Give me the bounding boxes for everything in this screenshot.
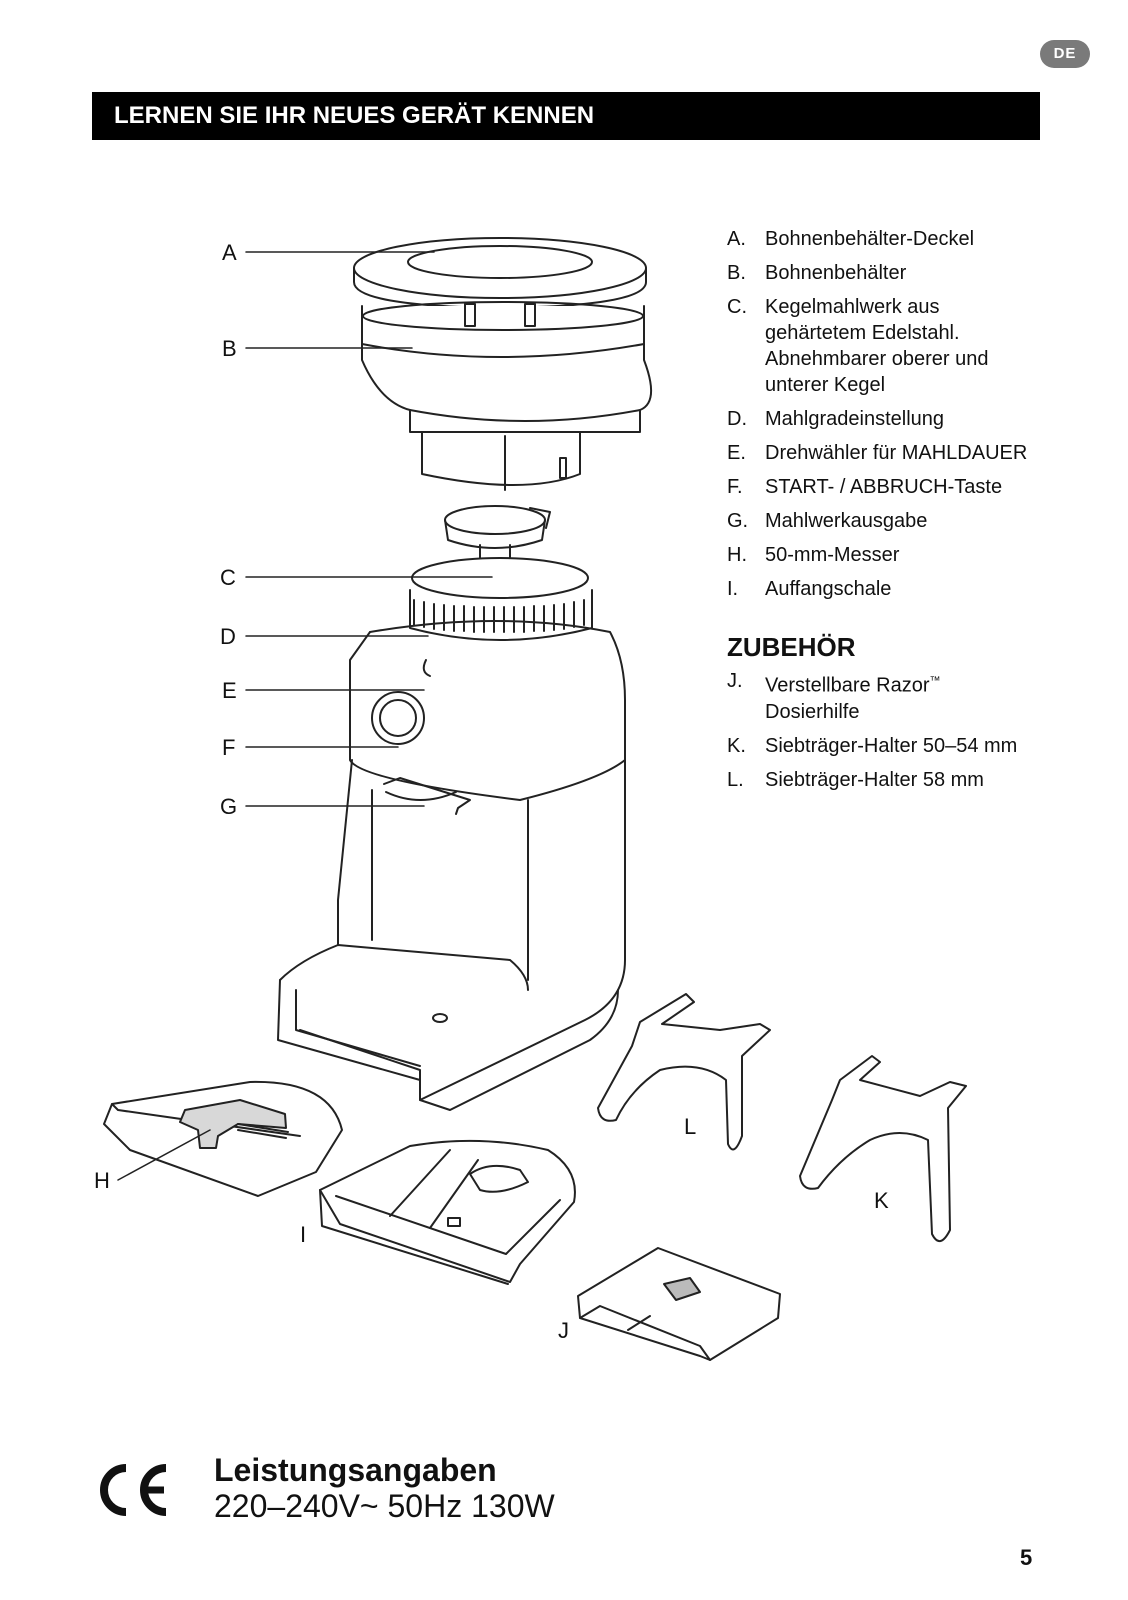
accessories-list: J. Verstellbare Razor™ Dosierhilfe K. Sie… xyxy=(727,668,1107,801)
callout-h: H xyxy=(94,1168,110,1193)
list-item: K. Siebträger-Halter 50–54 mm xyxy=(727,733,1107,759)
section-header: LERNEN SIE IHR NEUES GERÄT KENNEN xyxy=(92,92,1040,140)
callout-e: E xyxy=(222,678,237,703)
blade-plate-drawing xyxy=(103,1080,343,1197)
callout-c: C xyxy=(220,565,236,590)
list-item: J. Verstellbare Razor™ Dosierhilfe xyxy=(727,668,1107,725)
ratings-title: Leistungsangaben xyxy=(214,1452,497,1488)
item-text: Siebträger-Halter 50–54 mm xyxy=(765,734,1018,757)
item-text: Auffangschale xyxy=(765,578,892,600)
item-text: Drehwähler für MAHLDAUER xyxy=(765,442,1028,464)
item-text: Siebträger-Halter 58 mm xyxy=(765,768,984,791)
item-key: H. xyxy=(727,544,747,566)
item-text: 50-mm-Messer xyxy=(765,544,900,566)
list-item: B. Bohnenbehälter xyxy=(727,260,1107,286)
callout-b: B xyxy=(222,336,237,361)
list-item: L. Siebträger-Halter 58 mm xyxy=(727,767,1107,793)
callout-g: G xyxy=(220,794,238,819)
holder-50-54-drawing xyxy=(799,1055,967,1242)
item-key: J. xyxy=(727,670,743,692)
callout-j: J xyxy=(558,1318,569,1343)
item-key: L. xyxy=(727,768,744,791)
ce-mark-icon xyxy=(100,1464,167,1516)
item-key: F. xyxy=(727,476,743,498)
list-item: G. Mahlwerkausgabe xyxy=(727,508,1107,534)
callout-k: K xyxy=(874,1188,889,1213)
item-text-second-line: Dosierhilfe xyxy=(765,700,860,723)
parts-list: A. Bohnenbehälter-Deckel B. Bohnenbehälter… xyxy=(727,226,1107,610)
item-text: Mahlwerkausgabe xyxy=(765,510,928,532)
item-key: C. xyxy=(727,296,747,318)
holder-58-drawing xyxy=(597,993,771,1151)
item-text: Bohnenbehälter-Deckel xyxy=(765,228,975,250)
item-text: Verstellbare Razor™ Dosierhilfe xyxy=(765,668,941,725)
item-text: Mahlgradeinstellung xyxy=(765,408,945,430)
hopper-lid-drawing xyxy=(353,237,647,309)
section-title: LERNEN SIE IHR NEUES GERÄT KENNEN xyxy=(114,102,595,129)
list-item: F. START- / ABBRUCH-Taste xyxy=(727,474,1107,500)
item-text: Kegelmahlwerk aus gehärtetem Edelstahl. … xyxy=(765,296,989,396)
item-key: B. xyxy=(727,262,746,284)
list-item: E. Drehwähler für MAHLDAUER xyxy=(727,440,1107,466)
item-key: I. xyxy=(727,578,739,600)
razor-tool-drawing xyxy=(577,1247,781,1361)
item-text-main: Verstellbare Razor xyxy=(765,674,930,697)
item-key: D. xyxy=(727,408,747,430)
callout-d: D xyxy=(220,624,236,649)
callout-f: F xyxy=(222,735,236,760)
list-item: D. Mahlgradeinstellung xyxy=(727,406,1107,432)
callout-l: L xyxy=(684,1114,697,1139)
item-key: E. xyxy=(727,442,746,464)
callout-i: I xyxy=(300,1222,307,1247)
grinder-body-drawing xyxy=(277,557,626,1111)
accessories-title: ZUBEHÖR xyxy=(727,632,856,662)
page-number: 5 xyxy=(1020,1545,1033,1570)
ratings-value: 220–240V~ 50Hz 130W xyxy=(214,1488,555,1524)
leader-lines xyxy=(117,251,493,1181)
item-key: K. xyxy=(727,734,746,757)
item-key: G. xyxy=(727,510,749,532)
list-item: A. Bohnenbehälter-Deckel xyxy=(727,226,1107,252)
hopper-drawing xyxy=(361,301,652,491)
upper-burr-drawing xyxy=(444,505,551,561)
callout-a: A xyxy=(222,240,237,265)
list-item: C. Kegelmahlwerk aus gehärtetem Edelstahl… xyxy=(727,294,1107,398)
trademark-symbol: ™ xyxy=(929,675,941,687)
list-item: H. 50-mm-Messer xyxy=(727,542,1107,568)
item-text: START- / ABBRUCH-Taste xyxy=(765,476,1003,498)
language-badge: DE xyxy=(1040,40,1090,68)
catch-tray-drawing xyxy=(319,1139,576,1285)
list-item: I. Auffangschale xyxy=(727,576,1107,602)
item-key: A. xyxy=(727,228,746,250)
item-text: Bohnenbehälter xyxy=(765,262,907,284)
